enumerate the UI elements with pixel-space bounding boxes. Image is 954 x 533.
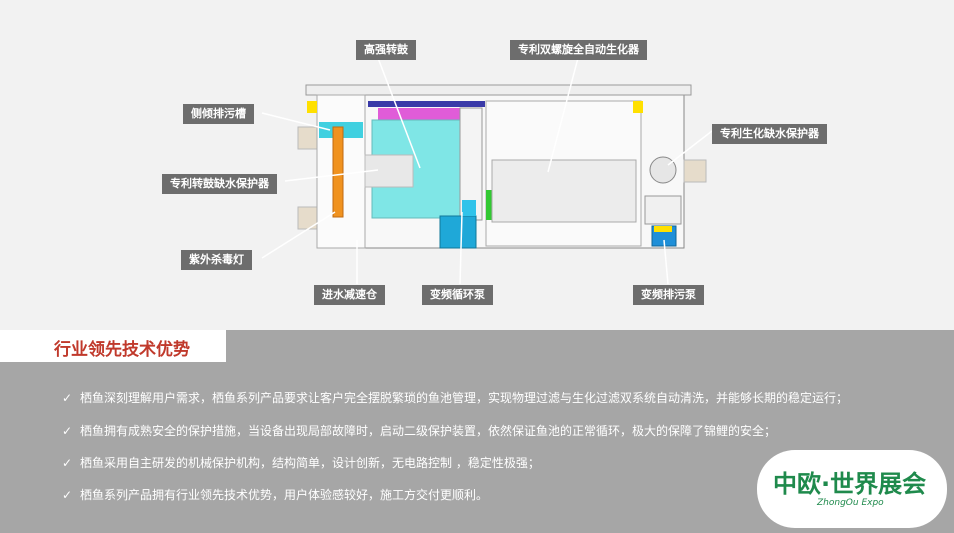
yellow-block-left — [307, 101, 317, 113]
check-icon: ✓ — [62, 456, 73, 470]
bullet-item: ✓栖鱼拥有成熟安全的保护措施，当设备出现局部故障时，启动二级保护装置，依然保证鱼… — [62, 424, 777, 438]
housing-lid — [305, 84, 692, 96]
uv-lamp — [332, 126, 344, 218]
bio-media — [491, 159, 637, 223]
label-uv: 紫外杀毒灯 — [181, 250, 252, 270]
drum-magenta — [378, 108, 460, 120]
bullet-item: ✓栖鱼系列产品拥有行业领先技术优势，用户体验感较好，施工方交付更顺利。 — [62, 488, 489, 502]
label-inlet: 进水减速仓 — [314, 285, 385, 305]
check-icon: ✓ — [62, 488, 73, 502]
yellow-block-right — [633, 101, 643, 113]
circ-pump-head — [462, 200, 476, 216]
drain-pump-top — [654, 226, 672, 232]
bullet-item: ✓栖鱼深刻理解用户需求，栖鱼系列产品要求让客户完全摆脱繁琐的鱼池管理，实现物理过… — [62, 391, 849, 405]
label-bio-protector: 专利生化缺水保护器 — [712, 124, 827, 144]
label-side-drain: 侧倾排污槽 — [183, 104, 254, 124]
inlet-pipe-top — [297, 126, 319, 150]
circulation-pump — [439, 215, 477, 249]
machine-diagram — [261, 57, 713, 285]
drum-top-bar — [368, 101, 485, 107]
bio-green-strip — [486, 190, 492, 220]
logo-sub: ZhongOu Expo — [817, 498, 884, 508]
bullet-item: ✓栖鱼采用自主研发的机械保护机构，结构简单，设计创新，无电路控制 ，稳定性极强； — [62, 456, 540, 470]
drain-pump-box — [644, 195, 682, 225]
expo-logo: 中欧·世界展会 ZhongOu Expo — [757, 450, 947, 528]
label-circ-pump: 变频循环泵 — [422, 285, 493, 305]
outlet-pipe — [683, 159, 707, 183]
section-title: 行业领先技术优势 — [54, 340, 190, 360]
inlet-pipe-bottom — [297, 206, 319, 230]
section-banner: 行业领先技术优势 — [0, 330, 226, 362]
label-drum: 高强转鼓 — [356, 40, 416, 60]
label-drum-protector: 专利转鼓缺水保护器 — [162, 174, 277, 194]
label-bio: 专利双螺旋全自动生化器 — [510, 40, 647, 60]
check-icon: ✓ — [62, 391, 73, 405]
check-icon: ✓ — [62, 424, 73, 438]
label-drain-pump: 变频排污泵 — [633, 285, 704, 305]
logo-main: 中欧·世界展会 — [773, 470, 927, 498]
